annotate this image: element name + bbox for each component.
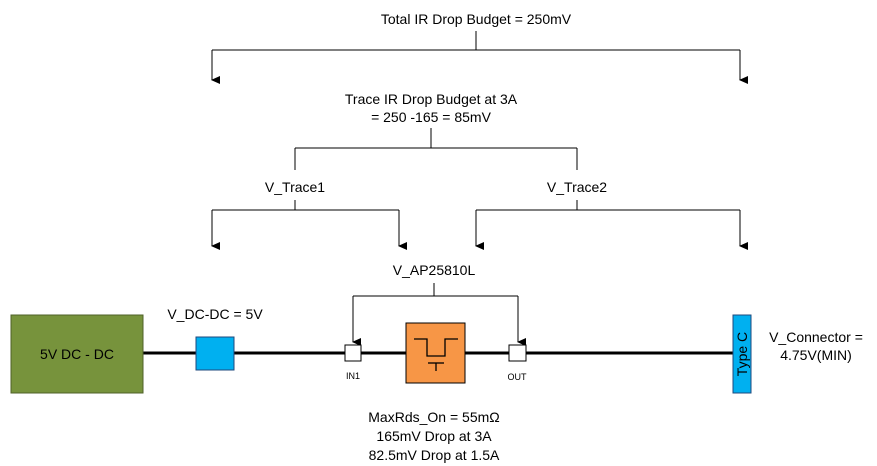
out-pin	[508, 344, 527, 362]
out-pin-label: OUT	[508, 372, 528, 382]
v-connector-label-line1: V_Connector =	[769, 329, 863, 345]
typec-connector-label: Type C	[734, 332, 750, 376]
dcdc-block-label: 5V DC - DC	[40, 346, 114, 362]
v-ap25810l-label: V_AP25810L	[393, 262, 476, 278]
typec-connector	[732, 314, 752, 394]
v-dcdc-label: V_DC-DC = 5V	[167, 306, 263, 322]
v-trace1-label: V_Trace1	[265, 179, 325, 195]
in1-pin-label: IN1	[346, 371, 360, 381]
total-budget-label: Total IR Drop Budget = 250mV	[381, 11, 572, 27]
dcdc-block	[10, 314, 144, 394]
in1-pin	[344, 344, 362, 362]
trace-budget-label-line1: Trace IR Drop Budget at 3A	[345, 91, 518, 107]
trace-budget-label-line2: = 250 -165 = 85mV	[371, 109, 492, 125]
v-connector-label-line2: 4.75V(MIN)	[780, 347, 852, 363]
dcdc-output-block	[195, 336, 235, 371]
drop-1-5a-label: 82.5mV Drop at 1.5A	[369, 447, 500, 463]
v-trace2-label: V_Trace2	[547, 179, 607, 195]
switch-symbol-icon	[414, 338, 458, 371]
maxrds-label: MaxRds_On = 55mΩ	[368, 409, 499, 425]
drop-3a-label: 165mV Drop at 3A	[376, 428, 492, 444]
load-switch-block	[405, 322, 466, 384]
